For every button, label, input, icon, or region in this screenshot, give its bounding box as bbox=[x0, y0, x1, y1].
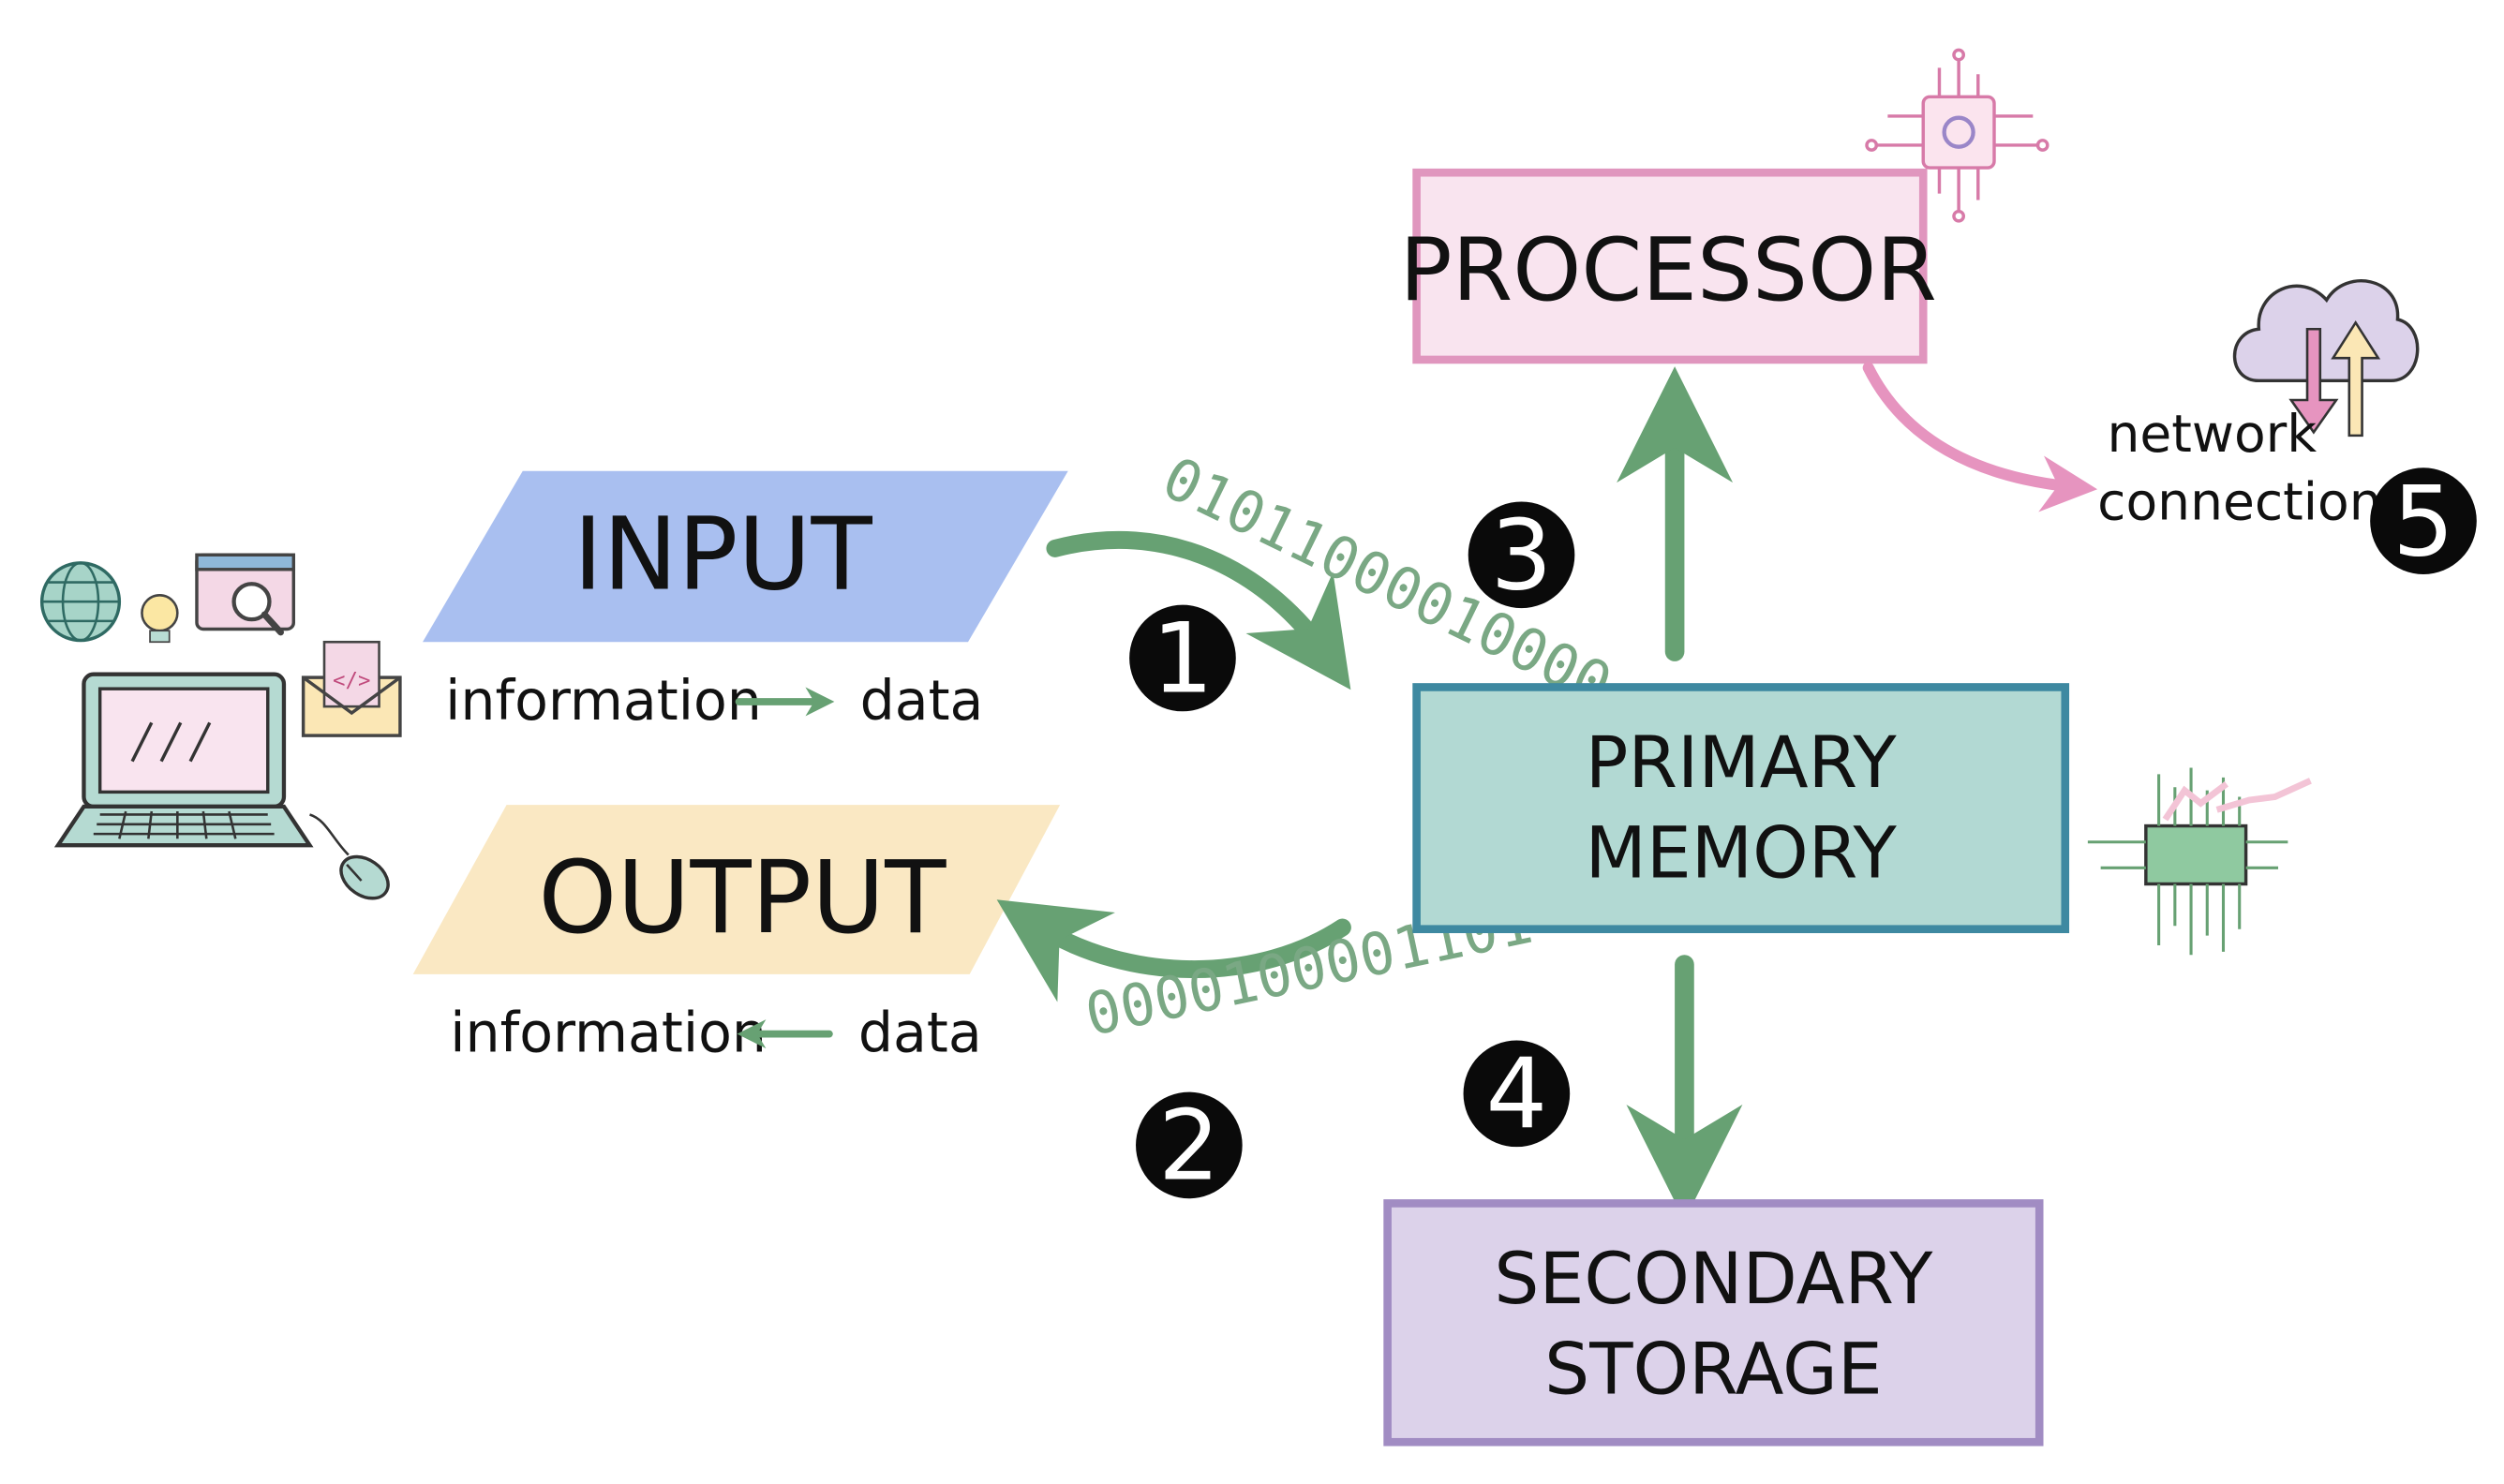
network-label-line1: network bbox=[2108, 404, 2318, 464]
cpu-chip-icon bbox=[1865, 48, 2049, 223]
output-shape bbox=[412, 805, 1061, 974]
svg-text:5: 5 bbox=[2392, 466, 2454, 578]
globe-icon bbox=[39, 561, 122, 643]
secondary-storage-box bbox=[1383, 1199, 2044, 1447]
svg-text:4: 4 bbox=[1485, 1038, 1547, 1150]
output-caption: information data bbox=[450, 1002, 981, 1065]
laptop-icon bbox=[53, 672, 350, 856]
step-badge-2: 2 bbox=[1136, 1091, 1243, 1203]
primary-memory-block: PRIMARY MEMORY bbox=[1412, 683, 2070, 934]
step-badge-1: 1 bbox=[1129, 603, 1236, 716]
code-envelope-icon: </> bbox=[301, 640, 402, 737]
circuit-chip-icon bbox=[2087, 767, 2312, 956]
input-to-memory-arrow bbox=[1046, 530, 1351, 690]
processor-to-network-arrow bbox=[1862, 362, 2098, 512]
processor-label: PROCESSOR bbox=[1400, 219, 1937, 320]
mouse-icon bbox=[339, 854, 390, 900]
secondary-storage-line2: STORAGE bbox=[1544, 1328, 1883, 1411]
network-label-line2: connection bbox=[2097, 471, 2381, 531]
search-window-icon bbox=[195, 553, 296, 636]
svg-text:3: 3 bbox=[1491, 499, 1553, 612]
output-caption-from: information bbox=[450, 1002, 767, 1065]
primary-memory-box bbox=[1412, 683, 2070, 934]
output-block: OUTPUT bbox=[412, 805, 1061, 974]
lightbulb-icon bbox=[141, 594, 179, 644]
processor-box bbox=[1412, 168, 1928, 364]
step-badge-4: 4 bbox=[1463, 1038, 1571, 1150]
input-label: INPUT bbox=[574, 497, 873, 613]
primary-memory-line1: PRIMARY bbox=[1586, 721, 1898, 804]
output-caption-to: data bbox=[858, 1002, 982, 1065]
memory-to-output-arrow bbox=[996, 899, 1351, 1002]
svg-text:1: 1 bbox=[1152, 603, 1214, 716]
step-badge-5: 5 bbox=[2370, 466, 2477, 578]
svg-text:</>: </> bbox=[333, 668, 370, 692]
input-block: INPUT bbox=[423, 470, 1068, 643]
secondary-storage-block: SECONDARY STORAGE bbox=[1383, 1199, 2044, 1447]
processor-block: PROCESSOR bbox=[1400, 168, 1937, 364]
input-caption-to: data bbox=[860, 669, 984, 733]
cloud-transfer-icon bbox=[2233, 279, 2420, 438]
svg-text:2: 2 bbox=[1158, 1091, 1220, 1203]
secondary-storage-line1: SECONDARY bbox=[1494, 1238, 1933, 1320]
output-label: OUTPUT bbox=[538, 840, 946, 957]
primary-memory-line2: MEMORY bbox=[1586, 812, 1898, 895]
step-badge-3: 3 bbox=[1468, 499, 1575, 612]
input-caption-from: information bbox=[445, 669, 762, 733]
input-shape bbox=[423, 470, 1068, 643]
input-caption: information data bbox=[445, 669, 983, 733]
